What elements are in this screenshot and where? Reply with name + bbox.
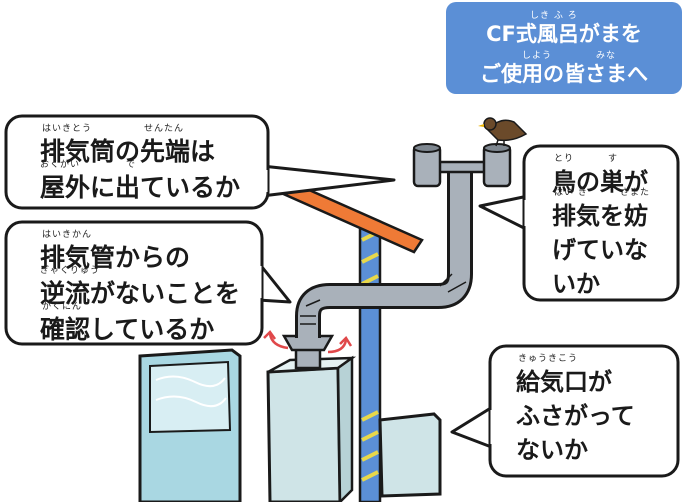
backflow-line2: 逆流がないことを [40,279,241,308]
bird-nest-line4: いか [552,270,600,298]
chimney-tip-line2: 屋外に出ているか [40,173,241,202]
backflow-line2-ruby: ぎゃくりゅう [40,266,100,276]
backflow-line3-ruby: かくにん [42,302,83,312]
title-line2: ご使用の皆さまへ [480,62,648,86]
bathtub [138,348,242,502]
air-intake-line1: 給気口が [516,368,612,396]
title-line2-ruby-1: しよう [522,51,553,61]
chimney-tip-line1-ruby-2: せんたん [144,124,185,134]
title-banner: しき ふ ろ CF式風呂がまを しよう みな ご使用の皆さまへ [446,2,682,94]
bubble-backflow [4,220,292,346]
bird-nest-line2-ruby-1: はい き [554,188,588,198]
backflow-line3: 確認しているか [40,315,215,344]
bird-nest-text: とり す 鳥の巣が はい き さまた 排気を妨 げていな いか [552,154,649,298]
bird-icon [478,117,528,147]
backflow-text: はいきかん 排気管からの ぎゃくりゅう 逆流がないことを かくにん 確認している… [40,230,241,346]
bird-nest-line2-wrap: はい き さまた 排気を妨 [552,188,649,230]
bird-nest-line4-wrap: いか [552,264,648,298]
support-pole [358,220,382,502]
bubble-chimney-tip [4,114,396,210]
chimney-tip-line2-ruby-2: で [126,160,137,170]
bird-nest-line2-ruby-2: さまた [620,188,651,198]
air-intake-line1-wrap: きゅうきこう 給気口が [516,354,635,396]
chimney-tip-line1-ruby-1: はいきとう [42,124,93,134]
air-intake-text: きゅうきこう 給気口が ふさがって ないか [516,354,635,464]
bath-heater [266,355,357,502]
bird-nest-line3: げていな [552,236,648,264]
backflow-line1-wrap: はいきかん 排気管からの [40,230,240,274]
air-intake-line3-wrap: ないか [516,430,635,464]
bird-nest-line1-ruby-2: す [608,154,619,164]
bird-nest-line1-ruby-1: とり [554,154,575,164]
chimney-tip-line1: 排気筒の先端は [40,137,216,166]
chimney-tip-line2-ruby-1: おくがい [40,160,81,170]
backflow-arrows [263,330,353,354]
chimney-cap [412,143,512,188]
air-intake-line1-ruby: きゅうきこう [518,354,579,364]
air-intake-line3: ないか [516,436,588,464]
title-line1: CF式風呂がまを [486,22,642,46]
bird-nest-line1-wrap: とり す 鳥の巣が [552,154,648,196]
bubble-bird-nest [478,144,680,302]
backflow-line2-wrap: ぎゃくりゅう 逆流がないことを [40,266,241,310]
outdoor-box [378,412,442,498]
chimney-tip-line1-wrap: はいきとう せんたん 排気筒の先端は [40,124,240,168]
bubble-air-intake [450,344,680,478]
title-line2-ruby-2: みな [596,51,617,61]
air-intake-line2: ふさがって [516,402,635,430]
bird-nest-line2: 排気を妨 [552,202,648,230]
backflow-line3-wrap: かくにん 確認しているか [40,302,240,346]
backflow-line1: 排気管からの [40,243,191,272]
air-intake-line2-wrap: ふさがって [516,396,635,430]
exhaust-pipe [295,170,473,338]
title-line1-ruby: しき ふ ろ [530,11,578,21]
chimney-tip-text: はいきとう せんたん 排気筒の先端は おくがい で 屋外に出ているか [40,124,241,204]
bird-nest-line3-wrap: げていな [552,230,648,264]
backflow-line1-ruby: はいきかん [42,230,93,240]
chimney-tip-line2-wrap: おくがい で 屋外に出ているか [40,160,241,204]
draft-hood [281,334,335,370]
bird-nest-line1: 鳥の巣が [552,168,648,196]
